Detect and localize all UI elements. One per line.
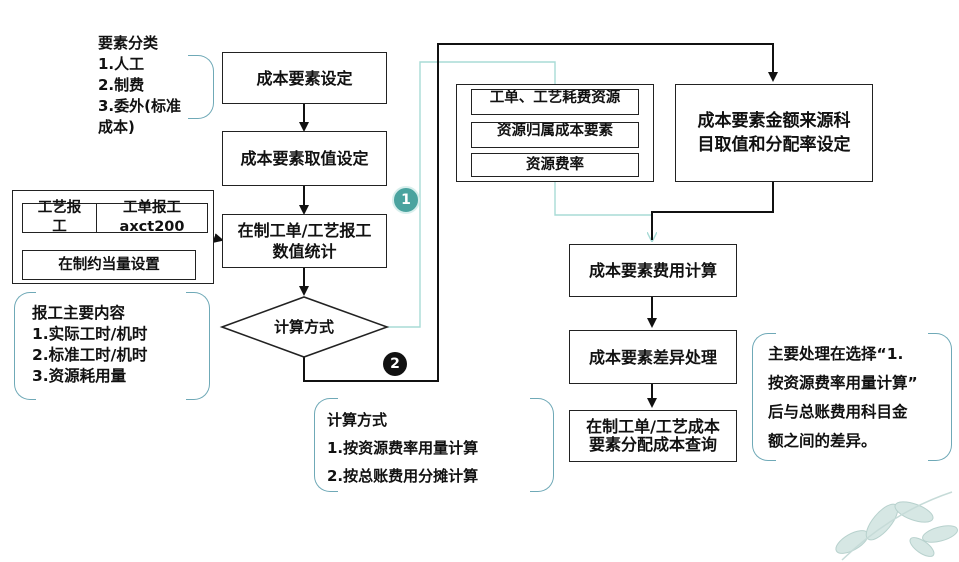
category-note-title: 要素分类 [98,34,159,52]
variance-box[interactable]: 成本要素差异处理 [569,330,737,384]
calc-method-diamond [219,296,390,358]
category-item: 2.制费 [98,76,145,94]
category-note: 要素分类 1.人工 2.制费 3.委外(标准 成本) [98,33,181,138]
equiv-qty-box[interactable]: 在制约当量设置 [22,250,196,280]
category-item: 成本) [98,118,135,136]
element-setting-box[interactable]: 成本要素设定 [222,52,387,104]
badge-option-2: 2 [383,352,407,376]
variance-note: 主要处理在选择“1. 按资源费率用量计算” 后与总账费用科目金 额之间的差异。 [768,340,918,456]
report-note-item: 1.实际工时/机时 [32,325,148,343]
wo-report-box[interactable]: 工单报工axct200 [96,200,208,235]
report-note-item: 2.标准工时/机时 [32,346,148,364]
path-option-2 [303,43,778,382]
arrow-source-to-calc [651,182,774,240]
arrow-report-to-stats [213,233,224,243]
query-box[interactable]: 在制工单/工艺成本要素分配成本查询 [569,410,737,462]
calc-note-item: 1.按资源费率用量计算 [327,439,479,457]
report-note-title: 报工主要内容 [32,304,126,322]
category-item: 3.委外(标准 [98,97,181,115]
variance-note-line: 主要处理在选择“1. [768,345,904,363]
report-note: 报工主要内容 1.实际工时/机时 2.标准工时/机时 3.资源耗用量 [32,303,147,387]
calc-note-brace-right [530,398,554,492]
report-note-item: 3.资源耗用量 [32,367,127,385]
variance-note-brace-right [928,333,952,461]
resource-item[interactable]: 工单、工艺耗费资源 [471,89,639,115]
variance-note-line: 按资源费率用量计算” [768,374,918,392]
report-note-brace-right [186,292,210,400]
resource-item[interactable]: 资源费率 [471,153,639,177]
cost-calc-box[interactable]: 成本要素费用计算 [569,244,737,297]
calc-note: 计算方式 1.按资源费率用量计算 2.按总账费用分摊计算 [327,406,478,490]
category-item: 1.人工 [98,55,145,73]
wip-stats-box[interactable]: 在制工单/工艺报工数值统计 [222,214,387,268]
leaf-decoration [835,491,958,561]
calc-method-label[interactable]: 计算方式 [273,318,334,336]
resource-item[interactable]: 资源归属成本要素 [471,122,639,148]
category-note-brace [188,55,214,119]
calc-note-item: 2.按总账费用分摊计算 [327,467,479,485]
element-value-setting-box[interactable]: 成本要素取值设定 [222,131,387,186]
calc-note-brace-left [314,398,338,492]
variance-note-line: 后与总账费用科目金 [768,403,908,421]
process-report-box[interactable]: 工艺报工 [22,200,97,235]
calc-note-title: 计算方式 [327,411,388,429]
variance-note-line: 额之间的差异。 [768,432,877,450]
source-setting-box[interactable]: 成本要素金额来源科目取值和分配率设定 [675,84,873,182]
badge-option-1: 1 [392,186,420,214]
variance-note-brace-left [752,333,776,461]
